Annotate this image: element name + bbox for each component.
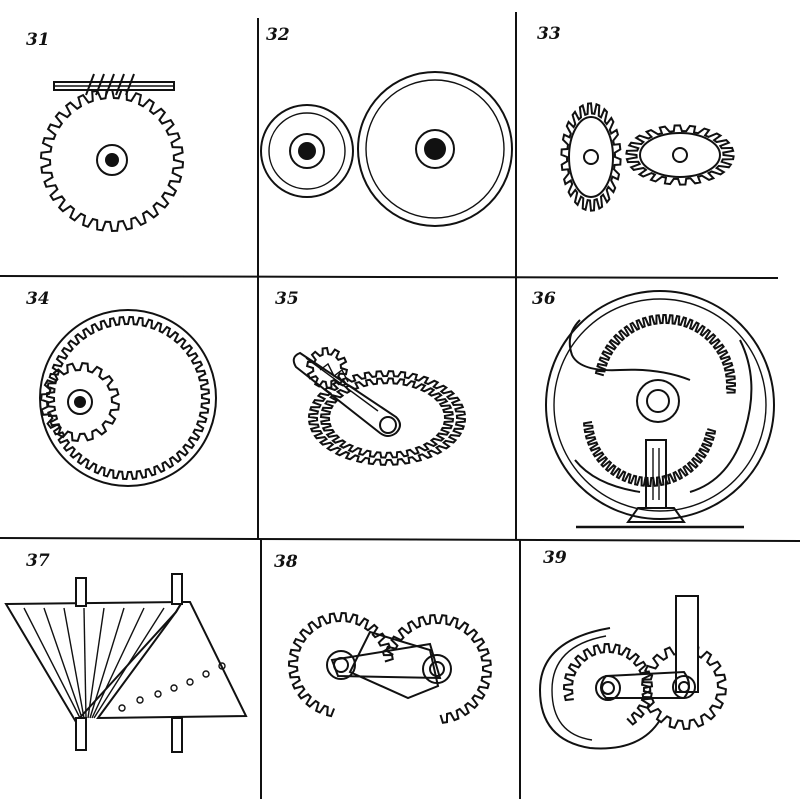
panel-number-33: 33 xyxy=(537,24,561,44)
segmented-gear-crank-drawing xyxy=(538,595,727,750)
panel-number-32: 32 xyxy=(266,25,290,45)
elliptical-gear-horizontal xyxy=(625,124,735,186)
intermittent-gears-drawing xyxy=(287,611,492,724)
friction-wheels-drawing xyxy=(260,71,513,227)
slotted-arm xyxy=(292,351,401,437)
elliptical-ring-inner-teeth xyxy=(319,377,455,459)
spiral-rack-wheel-drawing xyxy=(545,290,775,529)
panel-grid xyxy=(0,12,800,799)
segmented-gear-left xyxy=(562,642,654,726)
shaft-right xyxy=(171,573,183,753)
internal-ring-teeth xyxy=(45,315,211,481)
mutilated-gear-right xyxy=(384,614,492,724)
panel-number-34: 34 xyxy=(26,289,50,309)
elliptical-ring-outer-teeth xyxy=(307,370,467,466)
internal-gear-drawing xyxy=(39,309,217,487)
mutilated-gear-left xyxy=(287,611,394,718)
stand xyxy=(576,439,744,529)
panel-number-31: 31 xyxy=(26,30,50,50)
spiral-track-lower xyxy=(583,421,717,487)
small-pinion-35 xyxy=(305,346,349,390)
elliptical-ring-gear-drawing xyxy=(292,346,467,466)
cone-pin-holes xyxy=(118,662,226,712)
panel-number-35: 35 xyxy=(275,289,299,309)
shaft-left xyxy=(75,577,87,751)
pinion-gear-right xyxy=(641,643,727,731)
elliptical-gear-vertical xyxy=(560,102,622,212)
worm-screw xyxy=(53,73,175,96)
panel-number-37: 37 xyxy=(26,551,50,571)
elliptical-gears-drawing xyxy=(560,102,735,212)
spiral-track-upper xyxy=(594,314,736,394)
worm-gear-drawing xyxy=(39,73,185,233)
panel-number-36: 36 xyxy=(532,289,556,309)
panel-number-38: 38 xyxy=(274,552,298,572)
cone-flutes xyxy=(23,607,165,719)
panel-number-39: 39 xyxy=(543,548,567,568)
conical-gears-drawing xyxy=(4,573,248,753)
spur-gear-31 xyxy=(39,87,185,233)
internal-pinion xyxy=(40,362,120,442)
